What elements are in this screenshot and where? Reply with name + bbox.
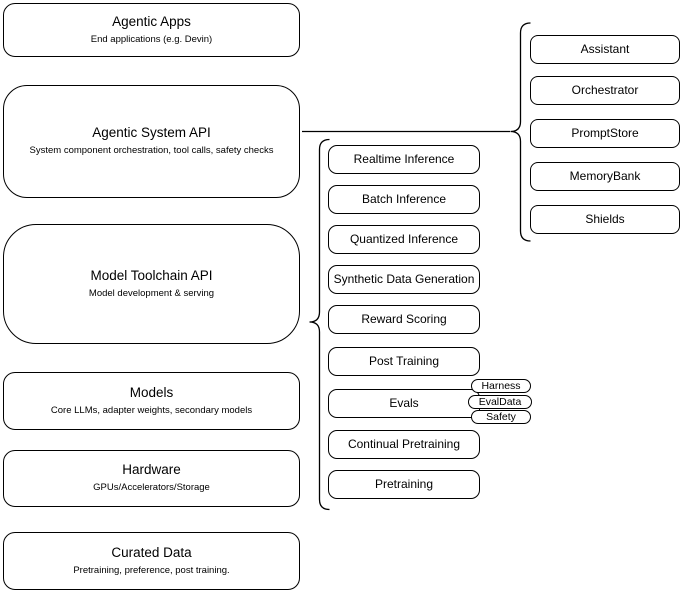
hardware-title: Hardware bbox=[122, 462, 181, 478]
box-models: Models Core LLMs, adapter weights, secon… bbox=[3, 372, 300, 430]
component-label: Orchestrator bbox=[571, 82, 639, 97]
toolchain-item-label: Pretraining bbox=[374, 476, 434, 491]
toolchain-item-label: Continual Pretraining bbox=[347, 436, 461, 451]
component-label: Shields bbox=[585, 211, 625, 226]
toolchain-item-synthetic-data-generation: Synthetic Data Generation bbox=[328, 265, 480, 294]
eval-tag-safety: Safety bbox=[471, 410, 531, 424]
eval-tag-label: Harness bbox=[481, 380, 521, 392]
eval-tag-label: Safety bbox=[486, 411, 516, 423]
component-label: PromptStore bbox=[571, 125, 639, 140]
agentic-apps-title: Agentic Apps bbox=[112, 13, 191, 29]
toolchain-item-label: Quantized Inference bbox=[349, 231, 459, 246]
components-brace bbox=[510, 22, 531, 242]
toolchain-item-reward-scoring: Reward Scoring bbox=[328, 305, 480, 334]
toolchain-item-batch-inference: Batch Inference bbox=[328, 185, 480, 214]
models-subtitle: Core LLMs, adapter weights, secondary mo… bbox=[50, 404, 253, 416]
model-toolchain-api-title: Model Toolchain API bbox=[90, 267, 213, 283]
box-hardware: Hardware GPUs/Accelerators/Storage bbox=[3, 450, 300, 507]
agentic-system-api-subtitle: System component orchestration, tool cal… bbox=[29, 145, 274, 157]
toolchain-item-label: Batch Inference bbox=[361, 191, 447, 206]
component-promptstore: PromptStore bbox=[530, 119, 680, 148]
component-orchestrator: Orchestrator bbox=[530, 76, 680, 105]
toolchain-item-label: Synthetic Data Generation bbox=[333, 271, 475, 286]
toolchain-item-pretraining: Pretraining bbox=[328, 470, 480, 499]
agentic-apps-subtitle: End applications (e.g. Devin) bbox=[90, 33, 213, 45]
toolchain-item-label: Realtime Inference bbox=[353, 151, 455, 166]
component-shields: Shields bbox=[530, 205, 680, 234]
toolchain-item-label: Reward Scoring bbox=[361, 311, 447, 326]
model-toolchain-api-subtitle: Model development & serving bbox=[88, 287, 215, 299]
agentic-system-api-title: Agentic System API bbox=[92, 125, 211, 141]
toolchain-brace bbox=[309, 138, 330, 511]
box-agentic-apps: Agentic Apps End applications (e.g. Devi… bbox=[3, 3, 300, 57]
component-assistant: Assistant bbox=[530, 35, 680, 64]
curated-data-title: Curated Data bbox=[111, 544, 192, 560]
toolchain-item-realtime-inference: Realtime Inference bbox=[328, 145, 480, 174]
eval-tag-evaldata: EvalData bbox=[468, 395, 532, 409]
box-agentic-system-api: Agentic System API System component orch… bbox=[3, 85, 300, 198]
toolchain-item-post-training: Post Training bbox=[328, 347, 480, 376]
curated-data-subtitle: Pretraining, preference, post training. bbox=[73, 564, 230, 576]
component-label: MemoryBank bbox=[569, 168, 641, 183]
box-curated-data: Curated Data Pretraining, preference, po… bbox=[3, 532, 300, 590]
toolchain-item-label: Evals bbox=[389, 395, 419, 410]
toolchain-item-continual-pretraining: Continual Pretraining bbox=[328, 430, 480, 459]
eval-tag-label: EvalData bbox=[478, 396, 522, 408]
box-model-toolchain-api: Model Toolchain API Model development & … bbox=[3, 224, 300, 344]
toolchain-item-quantized-inference: Quantized Inference bbox=[328, 225, 480, 254]
component-memorybank: MemoryBank bbox=[530, 162, 680, 191]
toolchain-item-label: Post Training bbox=[368, 353, 440, 368]
hardware-subtitle: GPUs/Accelerators/Storage bbox=[93, 482, 210, 494]
toolchain-item-evals: Evals bbox=[328, 389, 480, 418]
component-label: Assistant bbox=[580, 41, 630, 56]
eval-tag-harness: Harness bbox=[471, 379, 531, 393]
models-title: Models bbox=[129, 384, 174, 400]
